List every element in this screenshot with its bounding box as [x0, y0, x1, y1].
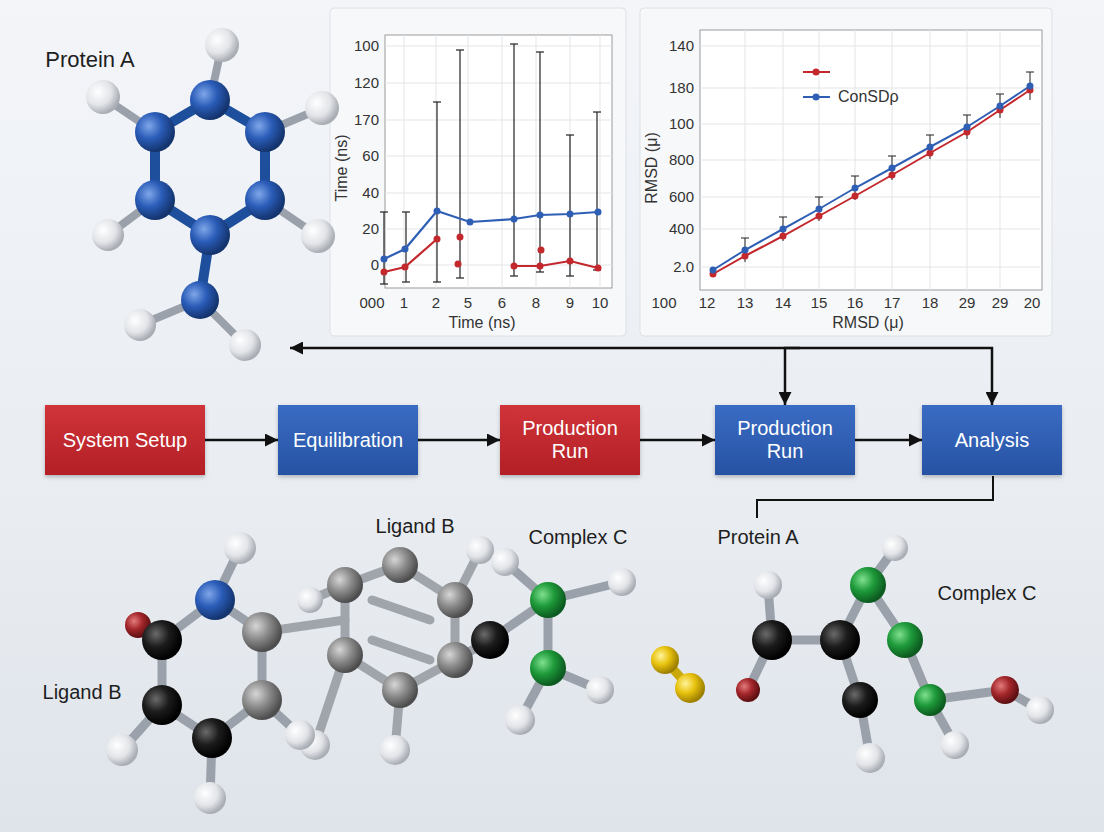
- axis-tick-label: 29: [992, 294, 1009, 311]
- axis-tick-label: 100: [669, 115, 694, 132]
- axis-title: Time (ns): [333, 135, 351, 202]
- axis-tick-label: 0: [371, 256, 379, 273]
- axis-tick-label: 180: [669, 79, 694, 96]
- axis-tick-label: 2: [432, 294, 440, 311]
- flow-arrow: [855, 439, 922, 442]
- axis-tick-label: 5: [464, 294, 472, 311]
- process-label: Production Run: [510, 417, 630, 463]
- axis-tick-label: 29: [959, 294, 976, 311]
- axis-tick-label: 16: [847, 294, 864, 311]
- axis-tick-label: 60: [362, 147, 379, 164]
- axis-tick-label: 140: [669, 37, 694, 54]
- axis-tick-label: 18: [922, 294, 939, 311]
- axis-tick-label: 40: [362, 184, 379, 201]
- axis-tick-label: 10: [592, 294, 609, 311]
- axis-tick-label: 20: [1024, 294, 1041, 311]
- molecule-label: Protein A: [717, 526, 798, 549]
- axis-tick-label: 20: [362, 220, 379, 237]
- axis-tick-label: 000: [359, 294, 384, 311]
- axis-title: Time (ns): [449, 314, 516, 332]
- process-label: System Setup: [55, 429, 195, 452]
- molecule-label: Ligand B: [376, 515, 455, 538]
- process-box: Production Run: [500, 405, 640, 475]
- axis-tick-label: 170: [354, 111, 379, 128]
- axis-tick-label: 2.0: [673, 258, 694, 275]
- flow-arrow: [785, 348, 992, 405]
- process-label: Production Run: [725, 417, 845, 463]
- process-label: Equilibration: [288, 429, 408, 452]
- axis-title: RMSD (μ): [832, 314, 903, 332]
- axis-tick-label: 15: [811, 294, 828, 311]
- axis-tick-label: 12: [699, 294, 716, 311]
- axis-tick-label: 100: [354, 37, 379, 54]
- flow-arrow: [205, 439, 278, 442]
- molecule-label: Protein A: [45, 47, 134, 72]
- axis-tick-label: 8: [532, 294, 540, 311]
- flow-arrow: [640, 439, 715, 442]
- process-box: Equilibration: [278, 405, 418, 475]
- process-box: System Setup: [45, 405, 205, 475]
- axis-tick-label: 1: [400, 294, 408, 311]
- axis-tick-label: 400: [669, 220, 694, 237]
- molecule-label: Complex C: [938, 582, 1037, 605]
- axis-tick-label: 17: [884, 294, 901, 311]
- legend-text: ConSDρ: [838, 88, 899, 106]
- axis-title: RMSD (μ): [643, 132, 661, 203]
- axis-tick-label: 100: [651, 294, 676, 311]
- process-box: Production Run: [715, 405, 855, 475]
- axis-tick-label: 13: [737, 294, 754, 311]
- flow-arrow: [418, 439, 500, 442]
- axis-tick-label: 14: [775, 294, 792, 311]
- process-box: Analysis: [922, 405, 1062, 475]
- axis-tick-label: 6: [498, 294, 506, 311]
- axis-tick-label: 120: [354, 74, 379, 91]
- molecule-label: Complex C: [529, 526, 628, 549]
- axis-tick-label: 800: [669, 151, 694, 168]
- molecule-label: Ligand B: [43, 681, 122, 704]
- axis-tick-label: 9: [566, 294, 574, 311]
- process-label: Analysis: [932, 429, 1052, 452]
- axis-tick-label: 600: [669, 188, 694, 205]
